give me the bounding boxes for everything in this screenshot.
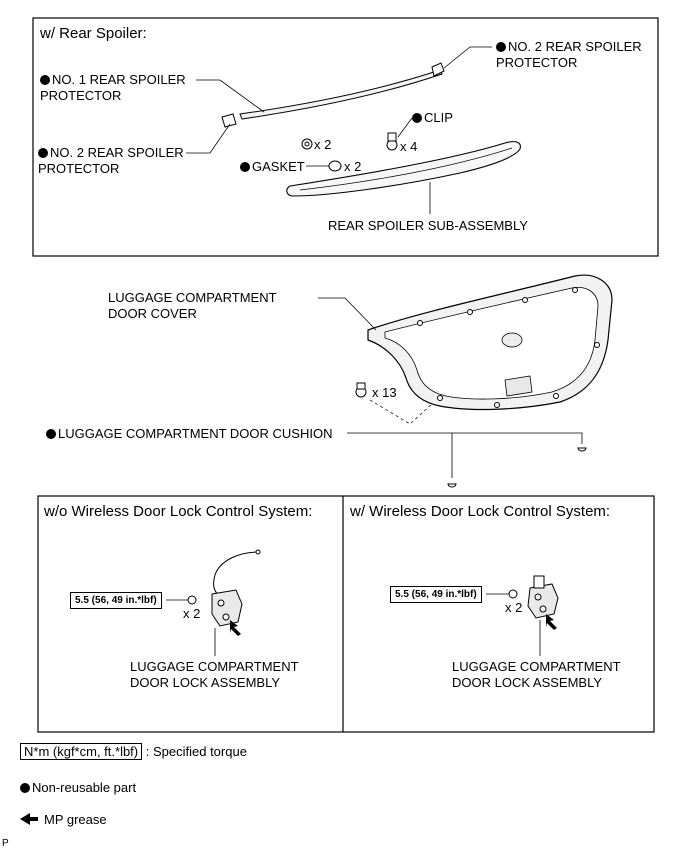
cover-hole	[594, 342, 600, 348]
grease-legend-arrow	[20, 813, 38, 825]
door-cover-label: LUGGAGE COMPARTMENT DOOR COVER	[108, 290, 277, 321]
cushion-label: LUGGAGE COMPARTMENT DOOR CUSHION	[46, 426, 332, 442]
cushion-leader	[347, 432, 583, 444]
no1-protector-label: NO. 1 REAR SPOILER PROTECTOR	[40, 72, 186, 103]
with-wireless-title: w/ Wireless Door Lock Control System:	[350, 503, 611, 520]
footer-mark: P	[2, 838, 9, 849]
cover-hole	[467, 309, 473, 315]
cover-hole	[522, 297, 528, 303]
rear-spoiler-edge	[299, 147, 513, 191]
cover-clip-qty-label: x 13	[372, 385, 397, 400]
lock-body-left	[211, 589, 243, 627]
cover-hole	[494, 402, 500, 408]
lock-assembly-label-right: LUGGAGE COMPARTMENT DOOR LOCK ASSEMBLY	[452, 659, 621, 690]
no2-protector-left-label: NO. 2 REAR SPOILER PROTECTOR	[38, 145, 184, 176]
cushion-glyph-bottom	[447, 483, 457, 488]
no2-protector-top-leader	[443, 46, 492, 69]
lock-body-right	[527, 583, 559, 619]
clip-label: CLIP	[412, 110, 453, 126]
door-cover-boss	[501, 332, 523, 348]
lock-bolt-hole	[217, 599, 225, 607]
clip-qty-label: x 4	[400, 139, 418, 154]
lock-panels-frame	[37, 495, 655, 733]
cushion-glyph-right	[577, 447, 587, 452]
grease-arrow-left	[230, 620, 241, 636]
cover-hole	[572, 287, 578, 293]
nut-glyph-hole	[304, 141, 310, 147]
torque-legend-text: : Specified torque	[145, 744, 247, 759]
no2-protector-top-part	[431, 62, 445, 77]
lock-bolt-hole	[222, 613, 230, 621]
lock-assembly-label-left: LUGGAGE COMPARTMENT DOOR LOCK ASSEMBLY	[130, 659, 299, 690]
non-reusable-legend: Non-reusable part	[20, 780, 136, 796]
lock-bolt-hole	[539, 605, 547, 613]
bolt-glyph-right	[508, 589, 518, 599]
cover-hole	[437, 395, 443, 401]
rear-spoiler-title: w/ Rear Spoiler:	[40, 25, 147, 42]
sub-assembly-label: REAR SPOILER SUB-ASSEMBLY	[328, 218, 528, 233]
gasket-label: GASKET	[240, 159, 305, 175]
nut-qty-label: x 2	[314, 137, 332, 152]
cover-clip-glyph	[355, 382, 367, 398]
no2-protector-left-part	[221, 113, 237, 128]
gasket-glyph	[328, 160, 342, 172]
clip-leader	[397, 117, 413, 138]
clip-glyph	[386, 132, 398, 151]
rear-spoiler-body	[286, 141, 521, 197]
no1-protector-leader	[196, 79, 265, 113]
cover-hole	[417, 320, 423, 326]
cable-end-left	[255, 549, 261, 555]
torque-legend: N*m (kgf*cm, ft.*lbf) : Specified torque	[20, 743, 247, 760]
door-cover-leader	[318, 297, 377, 331]
torque-spec-right: 5.5 (56, 49 in.*lbf)	[390, 586, 482, 603]
grease-legend: MP grease	[44, 812, 107, 827]
gasket-qty-label: x 2	[344, 159, 362, 174]
lock-bolt-hole	[534, 593, 542, 601]
torque-legend-box: N*m (kgf*cm, ft.*lbf)	[20, 743, 143, 760]
without-wireless-title: w/o Wireless Door Lock Control System:	[44, 503, 313, 520]
lock-latch-right	[533, 575, 545, 589]
torque-spec-left: 5.5 (56, 49 in.*lbf)	[70, 592, 162, 609]
bolt-qty-left: x 2	[183, 606, 201, 621]
cable-left	[213, 551, 259, 597]
cover-clip-dash	[369, 399, 433, 425]
no2-protector-top-label: NO. 2 REAR SPOILER PROTECTOR	[496, 39, 642, 70]
bolt-qty-right: x 2	[505, 600, 523, 615]
bolt-glyph-left	[187, 595, 197, 605]
door-cover-handle	[504, 375, 533, 397]
nut-glyph	[301, 138, 313, 150]
cover-hole	[553, 393, 559, 399]
grease-arrow-right	[546, 614, 557, 630]
no2-protector-left-leader	[186, 123, 231, 154]
no1-protector-strip	[239, 69, 443, 120]
door-cover-inner	[384, 287, 599, 400]
rear-spoiler-panel-frame	[32, 17, 659, 257]
